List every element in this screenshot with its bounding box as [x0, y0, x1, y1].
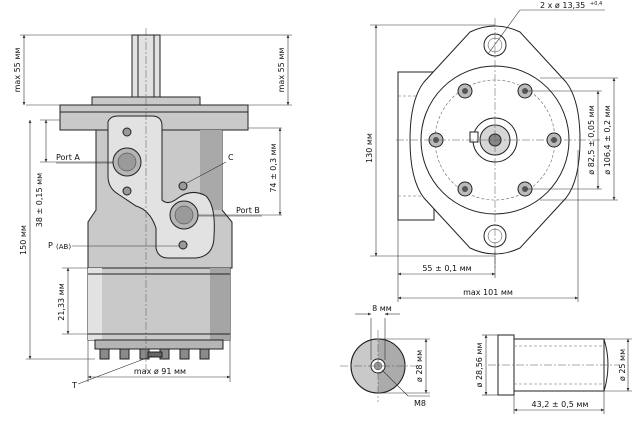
label-port-p-sub: (AB): [56, 243, 71, 251]
end-cap: [94, 339, 224, 350]
dim-25: ø 25 мм: [618, 349, 627, 381]
label-port-c: C: [228, 153, 234, 162]
shaft-side-detail: ø 28,56 мм ø 25 мм 43,2 ± 0,5 мм: [475, 334, 632, 414]
dim-max101: max 101 мм: [463, 288, 513, 297]
dim-74: 74 ± 0,3 мм: [269, 143, 278, 192]
label-port-b: Port B: [236, 206, 260, 215]
drain-port-t: [147, 351, 163, 358]
shaft-end-detail: 8 мм ø 28 мм M8: [340, 304, 430, 408]
dim-8: 8 мм: [372, 304, 392, 313]
plate-bolt: [122, 127, 132, 137]
front-view: 130 мм 55 ± 0,1 мм max 101 мм ø 82,5 ± 0…: [365, 1, 618, 302]
plate-bolt: [178, 240, 188, 250]
dim-holes: 2 x ø 13,35: [540, 1, 585, 10]
plate-bolt: [178, 181, 188, 191]
dim-28: ø 28 мм: [415, 350, 424, 382]
side-view: max 55 мм max 55 мм 150 мм 38 ± 0,15 мм …: [13, 28, 292, 390]
dim-max55-left: max 55 мм: [13, 48, 22, 93]
dim-130: 130 мм: [365, 133, 374, 163]
label-thread: M8: [414, 399, 426, 408]
dim-max91: max ø 91 мм: [134, 367, 186, 376]
dim-82: ø 82,5 ± 0,05 мм: [587, 105, 596, 174]
label-port-p: P: [48, 241, 53, 250]
rotor-section: [87, 267, 231, 341]
dim-max55-right: max 55 мм: [277, 48, 286, 93]
dim-38: 38 ± 0,15 мм: [35, 173, 44, 227]
dim-55: 55 ± 0,1 мм: [422, 264, 471, 273]
label-port-t: T: [71, 381, 77, 390]
dim-21: 21,33 мм: [57, 283, 66, 321]
dim-holes-tol: +0,4: [590, 1, 602, 7]
dim-2856: ø 28,56 мм: [475, 343, 484, 388]
dim-106: ø 106,4 ± 0,2 мм: [603, 105, 612, 174]
dim-150: 150 мм: [19, 225, 28, 255]
plate-bolt: [122, 186, 132, 196]
dim-43: 43,2 ± 0,5 мм: [532, 400, 589, 409]
label-port-a: Port A: [56, 153, 80, 162]
shaft-key: [469, 131, 479, 143]
